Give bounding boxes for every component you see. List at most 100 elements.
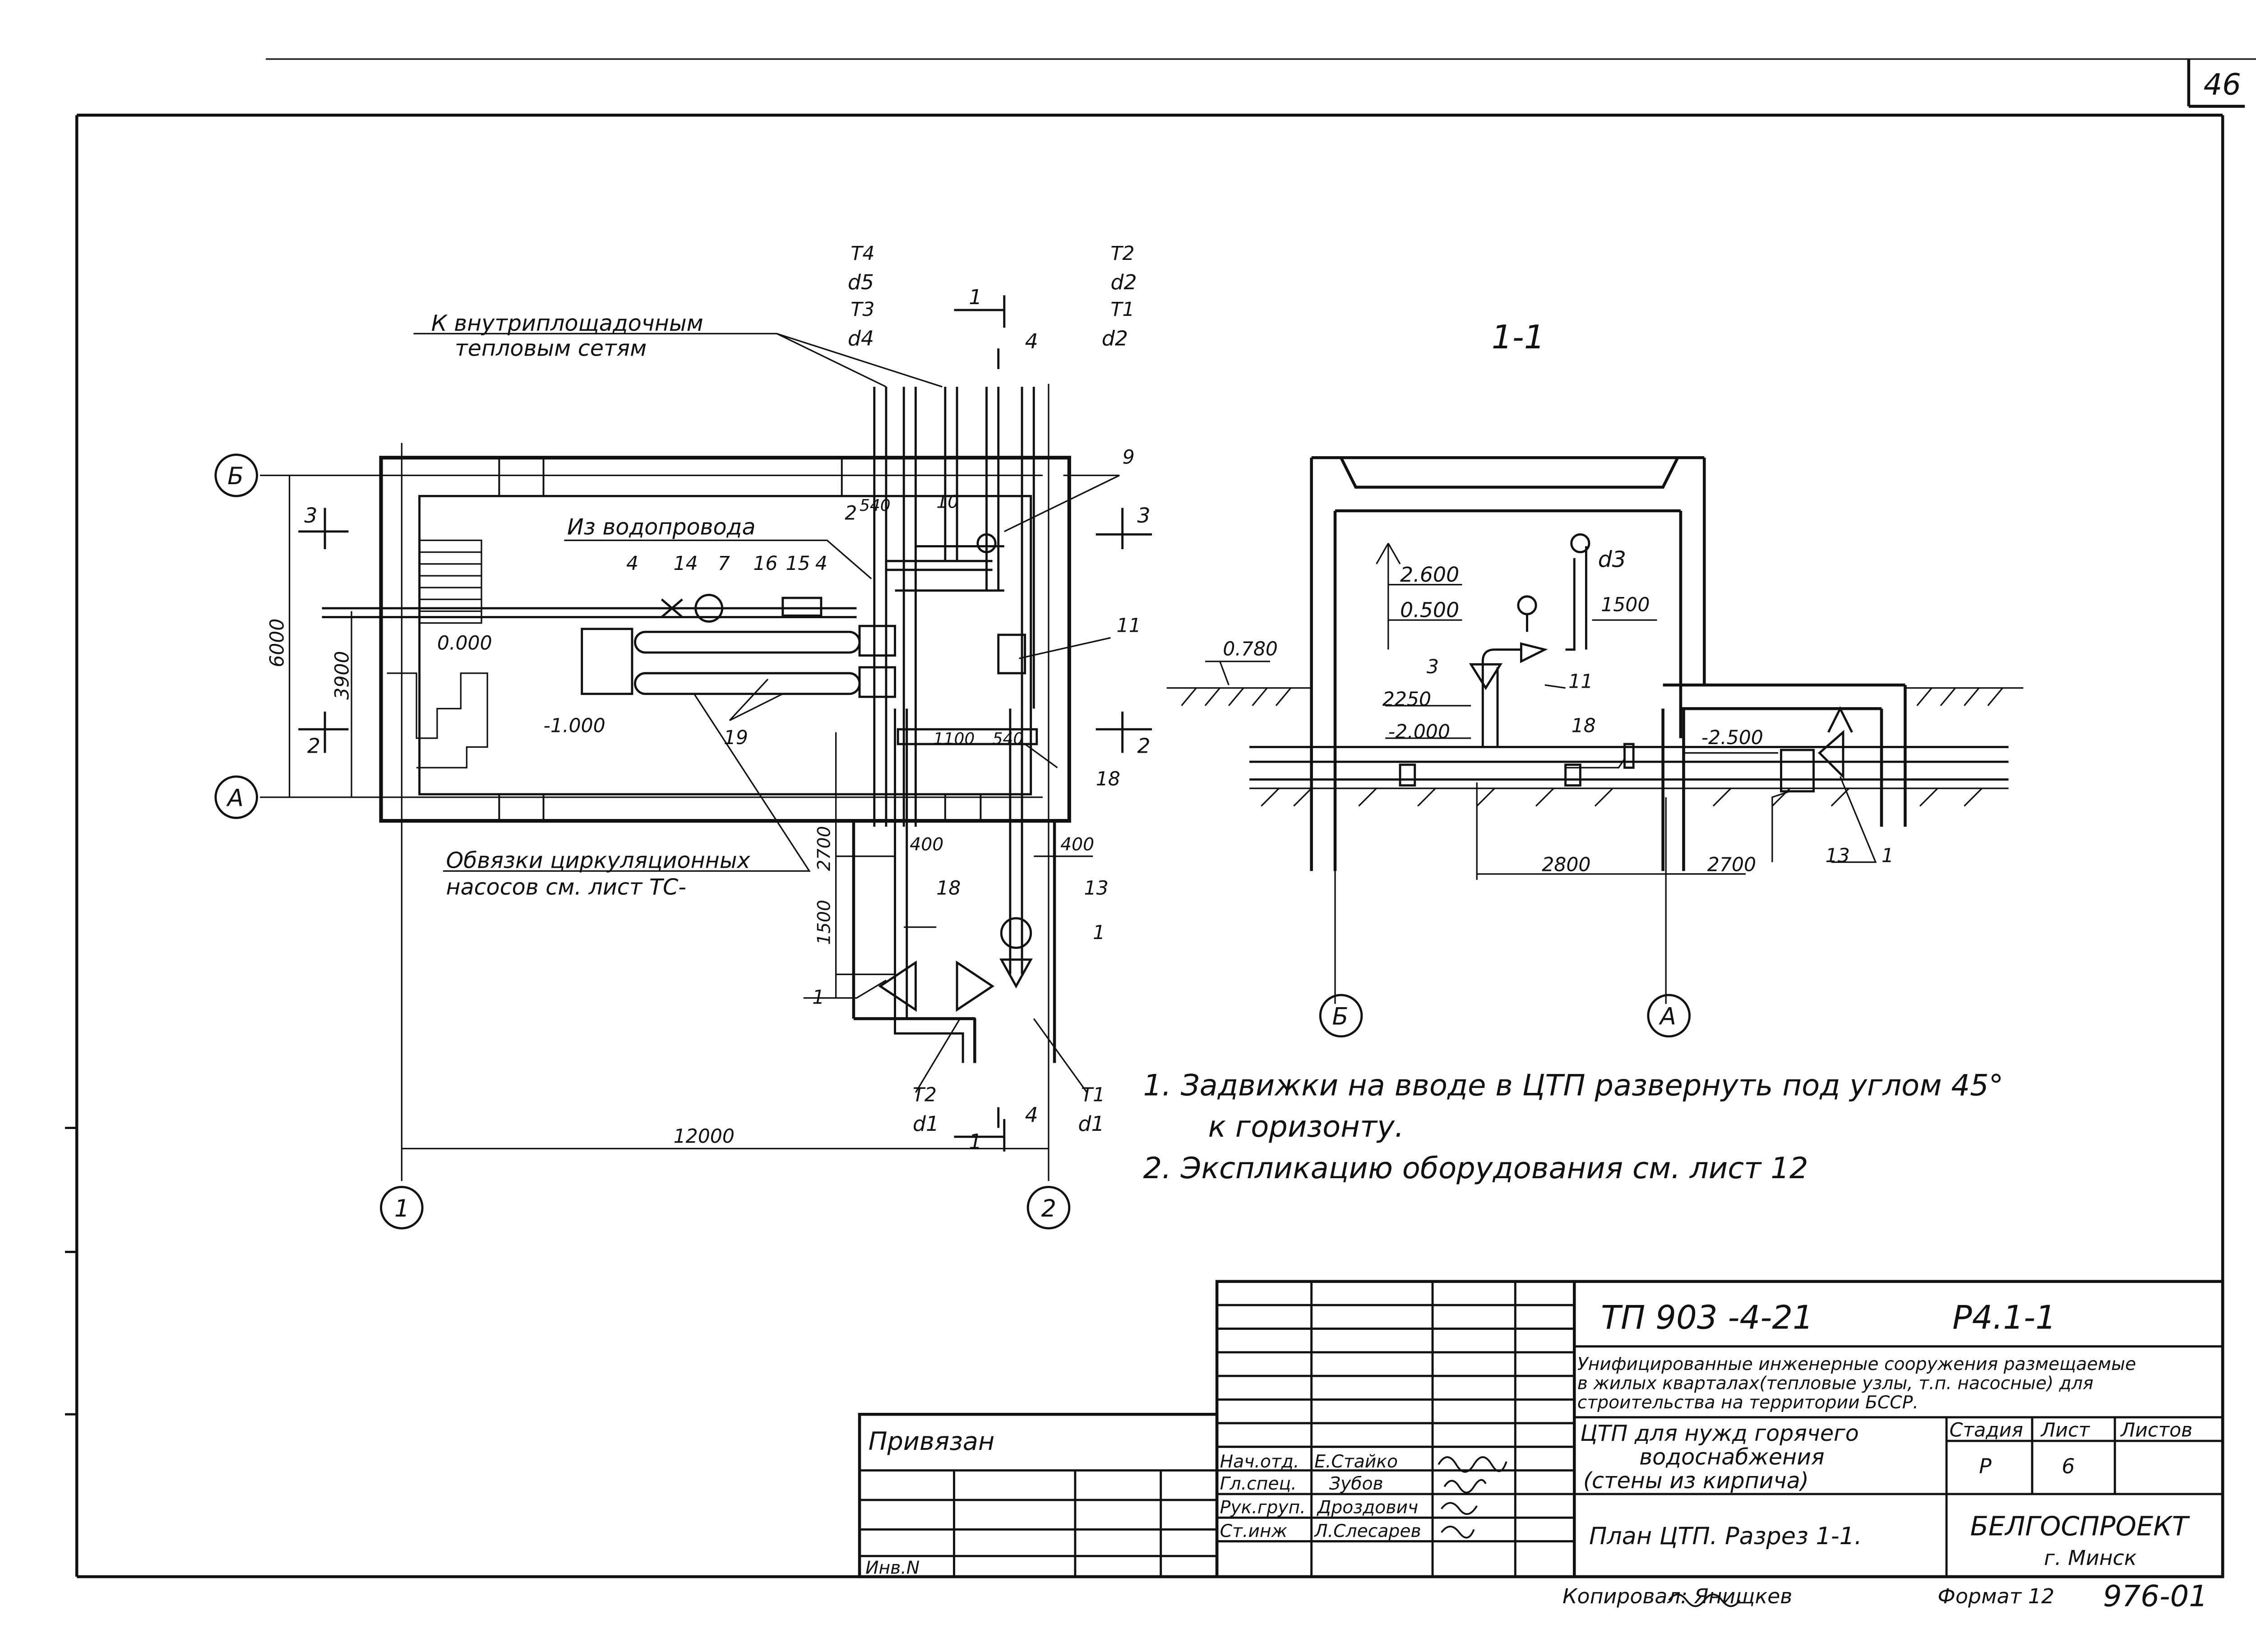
plan-pumps xyxy=(878,917,1033,1012)
object-name-3: (стены из кирпича) xyxy=(1583,1467,1809,1494)
label-to-networks-2: тепловым сетям xyxy=(455,335,647,361)
dim-2700: 2700 xyxy=(814,826,835,871)
inv-label: Инв.N xyxy=(865,1558,920,1578)
dim-400-left: 400 xyxy=(910,834,943,855)
plan-leaders xyxy=(413,333,1120,1093)
plan-walls xyxy=(379,456,1071,823)
section-mark-0500: 0.500 xyxy=(1400,598,1459,622)
axis-label-b: Б xyxy=(227,463,244,490)
section-axis-b: Б xyxy=(1332,1003,1348,1031)
pipe-d2-a: d2 xyxy=(1110,270,1137,294)
label-to-networks-1: К внутриплощадочным xyxy=(431,310,703,336)
section-view xyxy=(1166,456,2024,1038)
section-label-2-left: 2 xyxy=(307,734,320,758)
plan-stairs xyxy=(387,539,488,768)
plan-vertical-pipes xyxy=(873,387,1035,1063)
section-dim-2700: 2700 xyxy=(1707,854,1756,876)
margin-ticks xyxy=(65,1127,77,1416)
section-mark-2500: -2.500 xyxy=(1701,727,1763,749)
note-1-cont: к горизонту. xyxy=(1208,1110,1404,1144)
pos-14: 14 xyxy=(674,553,698,575)
role-3: Рук.груп. xyxy=(1220,1497,1306,1518)
stage-value: Р xyxy=(1979,1454,1992,1478)
section-mark-0780: 0.780 xyxy=(1223,639,1278,661)
pos-4a: 4 xyxy=(626,553,638,575)
col-stage: Стадия xyxy=(1950,1419,2023,1441)
section-label-2-right: 2 xyxy=(1137,734,1150,758)
plan-water-line xyxy=(322,594,857,623)
note-2: 2. Экспликацию оборудования см. лист 12 xyxy=(1143,1151,1808,1185)
pos-4b: 4 xyxy=(815,553,828,575)
section-label-1-top: 1 xyxy=(969,285,982,309)
tied-label: Привязан xyxy=(869,1427,995,1456)
role-4: Ст.инж xyxy=(1220,1521,1287,1541)
role-2: Гл.спец. xyxy=(1220,1474,1297,1494)
section-label-4-bot: 4 xyxy=(1025,1102,1038,1127)
object-name-2: водоснабжения xyxy=(1639,1444,1824,1470)
sheet-number: 46 xyxy=(2204,67,2241,102)
pipe-t2-top: Т2 xyxy=(1110,243,1134,265)
notes: 1. Задвижки на вводе в ЦТП развернуть по… xyxy=(1143,1069,2003,1185)
section-dim-1500: 1500 xyxy=(1601,594,1650,616)
pos-19: 19 xyxy=(724,727,748,749)
section-texts: 1-1 2.600 0.500 0.780 -2.000 -2.500 2250… xyxy=(1223,318,1894,1030)
plan-bottom-duct xyxy=(852,821,1056,1063)
section-label-3-right: 3 xyxy=(1137,503,1150,528)
pos-9: 9 xyxy=(1123,446,1135,468)
pipe-t4: Т4 xyxy=(851,243,874,265)
pipe-t1-top: Т1 xyxy=(1110,299,1134,321)
pos-11: 11 xyxy=(1117,615,1141,637)
pos-1-a: 1 xyxy=(1093,922,1105,944)
col-sheet: Лист xyxy=(2040,1419,2090,1441)
mark-minus: -1.000 xyxy=(544,715,606,737)
title-block xyxy=(858,1280,2224,1578)
album-number: 976-01 xyxy=(2103,1579,2208,1614)
section-walls xyxy=(1310,456,1907,871)
pos-13: 13 xyxy=(1084,878,1109,900)
section-axis-bubbles xyxy=(1319,994,1691,1038)
axis-label-a: А xyxy=(226,784,244,812)
section-pos-13: 13 xyxy=(1826,845,1850,867)
pos-1-b: 1 xyxy=(812,987,824,1009)
dim-1500: 1500 xyxy=(814,900,835,945)
section-title: 1-1 xyxy=(1492,318,1545,356)
sheet-frame xyxy=(75,58,2256,1578)
dim-12000: 12000 xyxy=(674,1125,735,1148)
pos-10: 10 xyxy=(936,492,959,512)
plan-view xyxy=(214,295,1152,1230)
plan-texts: К внутриплощадочным тепловым сетям Из во… xyxy=(226,243,1150,1222)
project-title-1: Унифицированные инженерные сооружения ра… xyxy=(1577,1354,2136,1374)
dim-3900: 3900 xyxy=(331,651,353,700)
section-pos-1: 1 xyxy=(1882,845,1894,867)
mark-zero: 0.000 xyxy=(437,633,492,655)
title-block-texts: ТП 903 -4-21 Р4.1-1 Унифицированные инже… xyxy=(865,1299,2208,1614)
sheet-value: 6 xyxy=(2062,1454,2075,1478)
pipe-t2-bot: Т2 xyxy=(913,1084,937,1106)
pos-16: 16 xyxy=(753,553,777,575)
pipe-t3: Т3 xyxy=(851,299,874,321)
section-label-4-top: 4 xyxy=(1025,329,1038,353)
pos-2: 2 xyxy=(845,503,857,525)
label-pumps-2: насосов см. лист ТС- xyxy=(446,874,686,900)
doc-code: ТП 903 -4-21 xyxy=(1601,1299,1813,1337)
pipe-d1-a: d1 xyxy=(913,1111,939,1136)
name-2: Зубов xyxy=(1329,1474,1383,1494)
note-1: 1. Задвижки на вводе в ЦТП развернуть по… xyxy=(1143,1069,2003,1103)
label-from-water: Из водопровода xyxy=(567,514,756,540)
name-3: Дроздович xyxy=(1317,1497,1419,1518)
name-4: Л.Слесарев xyxy=(1313,1521,1421,1541)
dim-540-top: 540 xyxy=(860,496,891,515)
section-pos-3: 3 xyxy=(1427,656,1439,678)
object-name-1: ЦТП для нужд горячего xyxy=(1580,1420,1859,1446)
axis-label-2: 2 xyxy=(1041,1195,1056,1222)
sheet-name: План ЦТП. Разрез 1-1. xyxy=(1589,1522,1862,1550)
pos-7: 7 xyxy=(718,553,730,575)
name-1: Е.Стайко xyxy=(1314,1452,1398,1472)
pipe-d5: d5 xyxy=(848,270,874,294)
pipe-d2-b: d2 xyxy=(1102,326,1128,351)
section-pipe-d3: d3 xyxy=(1598,546,1626,572)
section-mark-2600: 2.600 xyxy=(1400,562,1459,587)
dim-1100: 1100 xyxy=(934,730,975,748)
section-ground xyxy=(1166,687,2024,807)
section-dimension-lines xyxy=(1205,543,1877,1004)
